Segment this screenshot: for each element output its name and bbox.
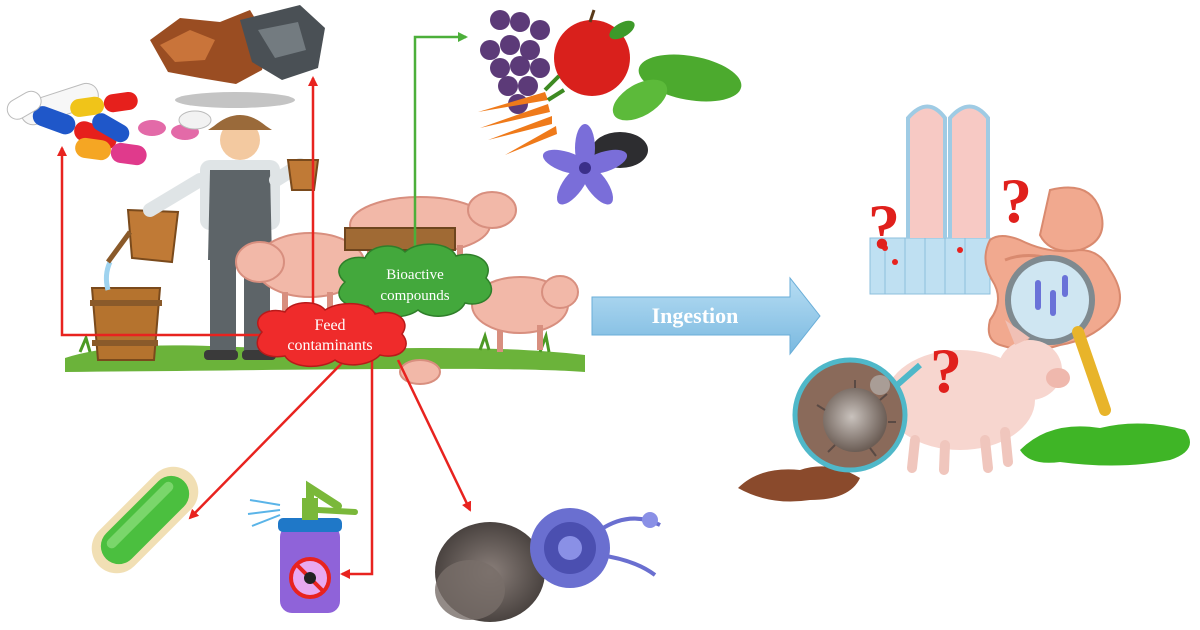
intestinal-villi-icon (869, 104, 991, 295)
pesticide-sprayer-icon (247, 480, 358, 613)
mold-spores-icon (435, 508, 661, 622)
bacterium-icon (91, 466, 199, 574)
ingestion-label: Ingestion (652, 303, 739, 328)
feed-label-line1: Feed (314, 317, 345, 334)
farmer-feeding-pigs-icon (65, 115, 585, 385)
question-mark-icon: ? (868, 191, 900, 262)
heavy-metals-ore-icon (150, 5, 325, 108)
arrow-to-mold (396, 359, 472, 512)
feed-contaminants-cloud: Feed contaminants (256, 302, 407, 368)
arrow-to-pills (57, 146, 260, 337)
bioactive-label-line2: compounds (380, 288, 449, 304)
fruits-vegetables-herbs-icon (478, 9, 742, 205)
bioactive-label-line1: Bioactive (386, 267, 444, 283)
bioactive-arrow (413, 32, 468, 265)
diarrhea-puddle-icon (738, 423, 1190, 502)
question-marks: ? ? ? (868, 165, 1032, 406)
piglet-icon (885, 320, 1070, 475)
arrow-to-bacterium (188, 359, 346, 520)
pills-icon (6, 82, 212, 166)
contaminant-arrows (57, 76, 472, 579)
ingestion-arrow: Ingestion (591, 276, 821, 356)
question-mark-icon: ? (930, 335, 962, 406)
magnifying-glass-icon (1005, 255, 1111, 416)
bioactive-compounds-cloud: Bioactive compounds (338, 243, 493, 318)
feed-label-line2: contaminants (287, 337, 372, 354)
arrow-to-sprayer (340, 360, 374, 579)
question-mark-icon: ? (1000, 165, 1032, 236)
virus-zoom-icon (792, 357, 922, 473)
